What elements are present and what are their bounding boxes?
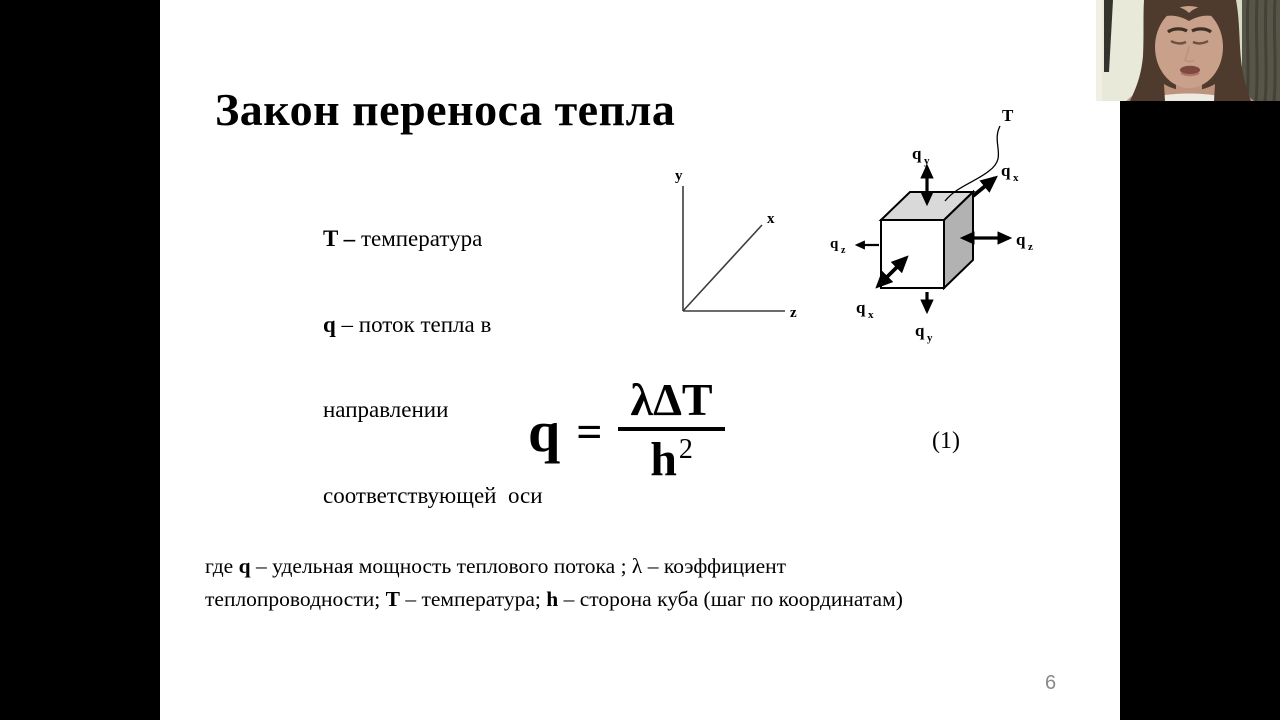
legend-line-1: T – температура [323,226,483,251]
legend-line-3: направлении [323,397,449,422]
y-axis-label: y [675,168,683,184]
webcam-video[interactable] [1096,0,1280,101]
webcam-door-edge [1104,0,1113,72]
footnote-text: где q – удельная мощность теплового пото… [205,550,1045,616]
svg-text:y: y [927,332,933,344]
temperature-label: T [1002,106,1014,125]
person-nose [1184,45,1195,63]
flux-label-qz-left: q z [830,236,846,256]
svg-text:q: q [1001,161,1011,180]
person-mouth [1180,65,1200,75]
person-shirt [1146,93,1232,101]
person-left-eye [1170,39,1187,45]
person-right-eye [1192,39,1209,45]
heat-flux-cube-diagram: T q y q x q z q z q x q y [830,106,1033,344]
formula-denominator: h2 [650,433,693,487]
flux-label-qx-upper-right: q x [1001,161,1019,184]
cube-front-face [880,219,945,289]
webcam-curtain-folds [1245,0,1277,101]
svg-text:q: q [1016,230,1026,249]
svg-text:z: z [841,245,846,256]
heat-flux-arrow-upper-right [971,175,998,198]
webcam-person [1126,0,1254,101]
x-axis-label: x [767,211,775,227]
legend-line-2: q – поток тепла в [323,311,492,337]
heat-transfer-formula: q = λΔT h2 [528,374,725,487]
webcam-door-frame [1096,0,1102,101]
slide-title: Закон переноса тепла [215,83,676,135]
svg-text:q: q [830,236,839,252]
webcam-frame [1096,0,1280,101]
svg-text:q: q [915,321,925,340]
svg-text:x: x [868,309,874,321]
footnote-line-1: где q – удельная мощность теплового пото… [205,554,787,578]
flux-label-qx-front: q x [856,298,874,321]
x-axis [682,224,763,312]
equation-number: (1) [932,428,960,454]
flux-label-qy-bottom: q y [915,321,933,344]
formula-lhs: q [528,398,561,464]
formula-equals: = [576,405,603,457]
presentation-slide: Закон переноса тепла T – температура q –… [160,0,1120,720]
svg-text:z: z [1028,241,1033,253]
svg-text:x: x [1013,172,1019,184]
z-axis-label: z [790,305,797,321]
formula-fraction: λΔT h2 [618,374,725,487]
flux-label-qy-top: q y [912,144,930,167]
footnote-line-2: теплопроводности; T – температура; h – с… [205,587,903,611]
t-pointer-curve [944,125,1001,202]
person-left-eyebrow [1167,27,1188,34]
person-lower-lip [1180,72,1200,77]
person-fringe [1148,6,1230,32]
svg-text:q: q [912,144,922,163]
svg-text:q: q [856,298,866,317]
fraction-bar [618,427,725,432]
heat-flux-arrow-front [875,255,909,289]
legend-line-4: соответствующей оси [323,482,543,508]
person-right-eyebrow [1191,27,1212,34]
coordinate-axes-diagram: y x z [675,168,797,321]
flux-label-qz-right: q z [1016,230,1033,253]
page-number: 6 [1045,672,1057,694]
legend-text: T – температура q – поток тепла в направ… [323,168,643,567]
svg-text:y: y [924,155,930,167]
formula-numerator: λΔT [630,374,713,425]
